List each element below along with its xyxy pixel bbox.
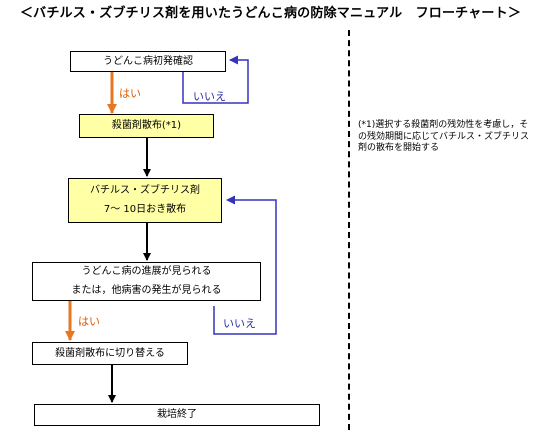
node-progress-check: うどんこ病の進展が見られる または，他病害の発生が見られる [32,262,261,301]
node-end-cultivation-label: 栽培終了 [157,409,197,420]
no-label-1: いいえ [193,90,226,103]
node-first-occurrence: うどんこ病初発確認 [70,51,226,72]
node-fungicide-spray-label: 殺菌剤散布(*1) [111,120,182,131]
yes-label-1: はい [119,87,141,100]
node-bacillus-spray: バチルス・ズブチリス剤 7～ 10日おき散布 [68,178,222,223]
no-loop-2 [213,195,277,335]
page-title: ＜バチルス・ズブチリス剤を用いたうどんこ病の防除マニュアル フローチャート＞ [19,6,522,21]
node-first-occurrence-label: うどんこ病初発確認 [103,55,193,67]
no-label-2: いいえ [223,317,256,330]
node-end-cultivation: 栽培終了 [34,404,320,426]
node-progress-check-line2: または，他病害の発生が見られる [71,285,222,296]
node-bacillus-spray-line2: 7～ 10日おき散布 [103,204,187,215]
node-switch-fungicide: 殺菌剤散布に切り替える [32,342,188,365]
no-loop-1 [182,55,249,104]
node-progress-check-line1: うどんこ病の進展が見られる [81,266,212,277]
footnote: (*1)選択する殺菌剤の残効性を考慮し，その残効期間に応じてバチルス・ズブチリス… [358,120,530,154]
vertical-divider [348,30,350,430]
node-fungicide-spray: 殺菌剤散布(*1) [79,114,214,138]
node-bacillus-spray-line1: バチルス・ズブチリス剤 [90,185,200,196]
yes-label-2: はい [78,315,100,328]
node-switch-fungicide-label: 殺菌剤散布に切り替える [55,347,165,359]
